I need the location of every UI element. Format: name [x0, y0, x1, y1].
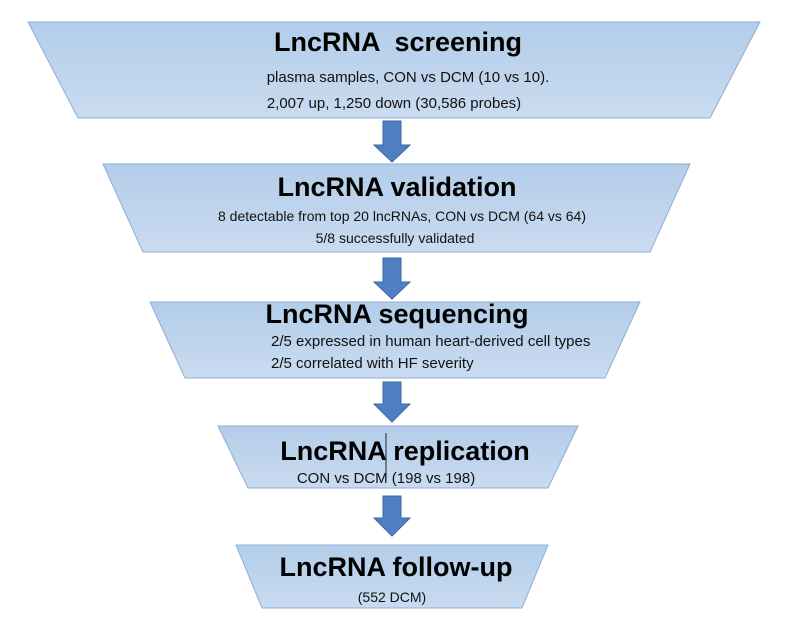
stage-sequencing-title: LncRNA sequencing: [265, 299, 528, 329]
stage-validation-title: LncRNA validation: [277, 172, 516, 202]
stage-replication-title: LncRNA replication: [280, 436, 530, 466]
stage-follow-up-detail-1: (552 DCM): [358, 589, 426, 605]
stage-replication-detail-1: CON vs DCM (198 vs 198): [297, 470, 475, 487]
arrow-down-icon: [372, 257, 412, 300]
stage-validation-detail-2: 5/8 successfully validated: [316, 230, 475, 246]
stage-screening-shape: [27, 21, 761, 119]
stage-replication: LncRNA replication CON vs DCM (198 vs 19…: [217, 425, 579, 489]
stage-sequencing-shape: [149, 301, 641, 379]
stage-validation-detail-1: 8 detectable from top 20 lncRNAs, CON vs…: [218, 208, 586, 224]
arrow-down-icon: [372, 495, 412, 537]
stage-screening-title: LncRNA screening: [274, 27, 522, 57]
stage-sequencing-detail-1: 2/5 expressed in human heart-derived cel…: [271, 333, 590, 350]
stage-replication-shape: [217, 425, 579, 489]
arrow-down-icon: [372, 381, 412, 423]
stage-screening-detail-1: plasma samples, CON vs DCM (10 vs 10).: [267, 69, 550, 86]
arrow-down-icon: [372, 120, 412, 163]
stage-sequencing-detail-2: 2/5 correlated with HF severity: [271, 355, 474, 372]
stage-validation-shape: [102, 163, 691, 253]
stage-sequencing: LncRNA sequencing 2/5 expressed in human…: [149, 299, 641, 379]
stage-screening-detail-2: 2,007 up, 1,250 down (30,586 probes): [267, 95, 521, 112]
stage-screening: LncRNA screening plasma samples, CON vs …: [27, 21, 761, 119]
stage-validation: LncRNA validation 8 detectable from top …: [102, 163, 691, 253]
stage-follow-up-title: LncRNA follow-up: [280, 552, 513, 582]
stage-follow-up-shape: [235, 544, 549, 609]
stage-follow-up: LncRNA follow-up (552 DCM): [235, 544, 549, 609]
